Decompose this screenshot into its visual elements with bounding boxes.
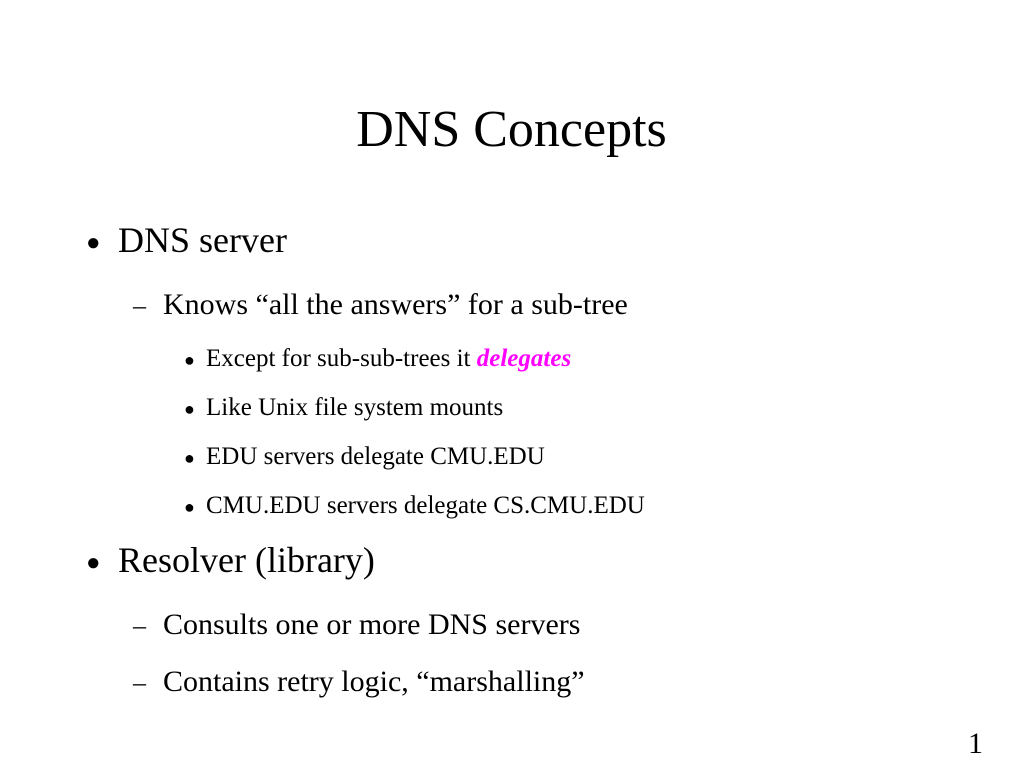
bullet-icon: ●: [86, 550, 101, 576]
page-number: 1: [968, 727, 983, 760]
dash-icon: –: [133, 668, 146, 697]
dash-icon: –: [133, 291, 146, 320]
emphasis-delegates: delegates: [476, 345, 572, 372]
sub-item-consults-servers: Consults one or more DNS servers: [163, 608, 581, 641]
bullet-icon: ●: [184, 399, 195, 419]
bullet-icon: ●: [184, 350, 195, 370]
slide-title: DNS Concepts: [356, 101, 667, 158]
sub-sub-item-except-delegates: Except for sub-sub-trees it delegates: [206, 343, 571, 375]
sub-item-retry-logic: Contains retry logic, “marshalling”: [163, 665, 585, 698]
bullet-icon: ●: [86, 230, 101, 256]
dash-icon: –: [133, 611, 146, 640]
bullet-item-resolver: Resolver (library): [118, 540, 375, 580]
sub-sub-item-unix-mounts: Like Unix file system mounts: [206, 394, 504, 421]
sub-sub-item-text: Except for sub-sub-trees it: [206, 345, 477, 372]
sub-sub-item-cmu-delegate: CMU.EDU servers delegate CS.CMU.EDU: [206, 492, 645, 519]
bullet-item-dns-server: DNS server: [118, 220, 287, 260]
bullet-icon: ●: [184, 497, 195, 517]
sub-item-knows-all-answers: Knows “all the answers” for a sub-tree: [163, 288, 628, 321]
bullet-icon: ●: [184, 448, 195, 468]
sub-sub-item-edu-delegate: EDU servers delegate CMU.EDU: [206, 443, 545, 470]
